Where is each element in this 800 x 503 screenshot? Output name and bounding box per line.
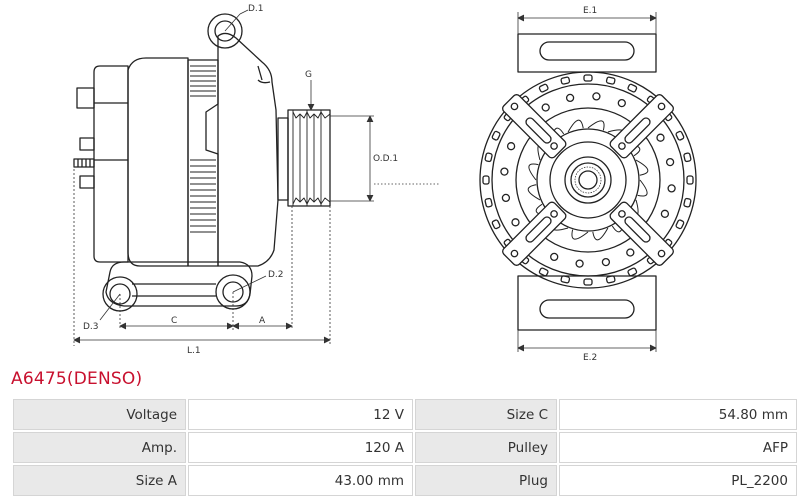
vent-slot <box>583 278 593 286</box>
fan-blade <box>592 227 609 241</box>
fan-blade <box>528 163 539 181</box>
vent-slot <box>683 152 692 163</box>
specs-table: Voltage 12 V Size C 54.80 mm Amp. 120 A … <box>11 397 799 498</box>
vent-slot <box>583 74 593 82</box>
spec-value: 43.00 mm <box>188 465 413 496</box>
label-d2: D.2 <box>268 270 284 280</box>
table-row: Voltage 12 V Size C 54.80 mm <box>13 399 797 430</box>
vent-slot <box>482 175 490 185</box>
vent-hole <box>592 92 601 101</box>
fan-blade <box>635 159 649 176</box>
label-od1: O.D.1 <box>373 154 398 164</box>
vent-hole <box>665 157 675 167</box>
label-c: C <box>171 316 177 326</box>
spec-value: 12 V <box>188 399 413 430</box>
label-l1: L.1 <box>187 346 201 356</box>
housing-spoke <box>502 201 567 266</box>
fan-blade <box>527 184 541 201</box>
table-row: Amp. 120 A Pulley AFP <box>13 432 797 463</box>
label-e1: E.1 <box>583 6 597 16</box>
label-d1: D.1 <box>248 4 264 14</box>
vent-slot <box>683 197 692 208</box>
product-title: A6475(DENSO) <box>11 369 143 389</box>
vent-slot <box>627 267 638 277</box>
vent-hole <box>617 98 626 108</box>
vent-hole <box>500 167 509 176</box>
vent-slot <box>627 83 638 93</box>
vent-slot <box>605 76 616 85</box>
spec-label: Size C <box>415 399 557 430</box>
vent-slot <box>560 76 571 85</box>
alternator-side-view <box>73 32 331 307</box>
vent-hole <box>550 252 559 262</box>
housing-spoke <box>609 201 674 266</box>
vent-slot <box>484 197 493 208</box>
vent-slot <box>675 130 685 141</box>
vent-hole <box>501 193 511 203</box>
fan-blade <box>567 119 584 133</box>
spec-value: AFP <box>559 432 797 463</box>
housing-spoke <box>502 94 567 159</box>
spec-label: Amp. <box>13 432 186 463</box>
spec-value: PL_2200 <box>559 465 797 496</box>
vent-slot <box>605 275 616 284</box>
housing-spoke <box>609 94 674 159</box>
vent-hole <box>541 103 550 112</box>
vent-slot <box>686 175 694 185</box>
vent-hole <box>667 184 676 193</box>
vent-hole <box>511 218 520 227</box>
vent-slot <box>560 275 571 284</box>
vent-hole <box>506 142 516 151</box>
vent-hole <box>575 259 584 268</box>
vent-slot <box>675 219 685 230</box>
vent-hole <box>626 248 635 257</box>
dimension-lines <box>73 9 657 352</box>
spec-label: Plug <box>415 465 557 496</box>
alternator-front-view <box>479 33 697 331</box>
vent-slot <box>538 83 549 93</box>
spec-value: 54.80 mm <box>559 399 797 430</box>
vent-hole <box>601 257 611 267</box>
label-g: G <box>305 70 312 80</box>
label-d3: D.3 <box>83 322 99 332</box>
label-e2: E.2 <box>583 353 597 363</box>
alternator-technical-drawing: D.1 G O.D.1 D.2 D.3 C A L.1 E.1 E.2 <box>73 4 697 363</box>
fan-blade <box>571 229 589 240</box>
label-a: A <box>259 316 266 326</box>
vent-hole <box>565 93 575 103</box>
spec-label: Size A <box>13 465 186 496</box>
spec-label: Pulley <box>415 432 557 463</box>
table-row: Size A 43.00 mm Plug PL_2200 <box>13 465 797 496</box>
mounting-hole-d1 <box>207 13 243 49</box>
spec-label: Voltage <box>13 399 186 430</box>
fan-blade <box>587 120 605 131</box>
vent-hole <box>660 209 670 218</box>
fan-blade <box>637 179 648 197</box>
vent-slot <box>491 219 501 230</box>
vent-hole <box>656 133 665 142</box>
spec-value: 120 A <box>188 432 413 463</box>
vent-slot <box>484 152 493 163</box>
vent-slot <box>538 267 549 277</box>
vent-slot <box>491 130 501 141</box>
